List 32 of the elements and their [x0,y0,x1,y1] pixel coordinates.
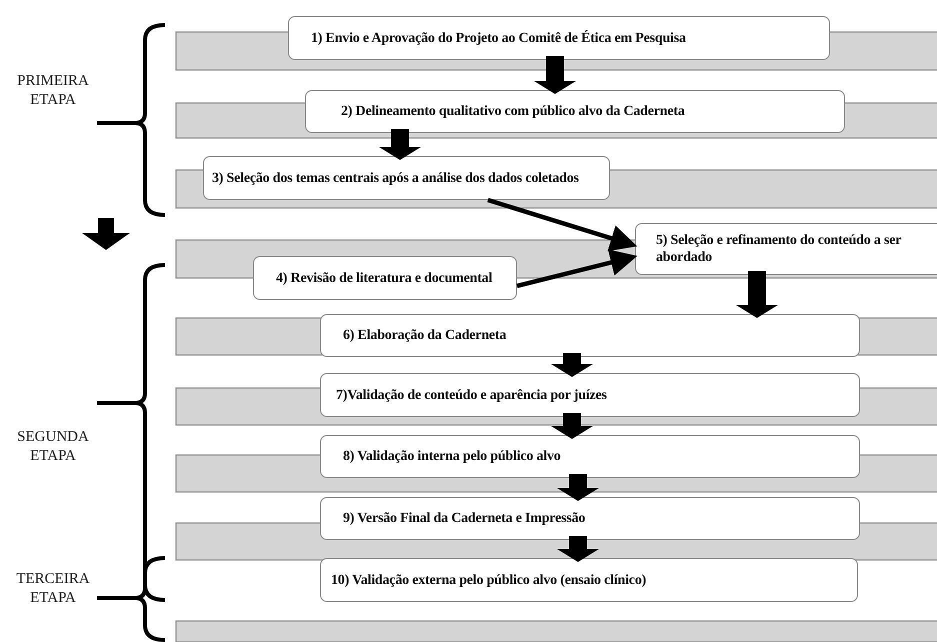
step-text: 5) Seleção e refinamento do conteúdo a ser abordado [656,232,902,266]
step-text: 6) Elaboração da Caderneta [343,327,506,344]
process-box [320,558,858,602]
arrow [487,198,638,252]
process-box [320,497,860,540]
block-arrow [379,129,421,160]
process-box [288,16,830,60]
step-text: 1) Envio e Aprovação do Projeto ao Comitê de Ética em Pesquisa [311,30,686,46]
block-arrow [534,56,576,94]
arrow [516,249,638,288]
block-arrow [557,474,599,501]
block-arrow [551,413,593,439]
step-text: 8) Validação interna pelo público alvo [343,448,561,465]
process-box [635,223,937,275]
block-arrow [557,536,599,562]
process-box [320,435,860,478]
step-text: 7)Validação de conteúdo e aparência por juízes [336,386,607,404]
step-text: 10) Validação externa pelo público alvo (ensaio clínico) [331,572,646,588]
stage-label: SEGUNDA ETAPA [16,428,90,466]
block-arrow [551,353,593,377]
step-text: 2) Delineamento qualitativo com público alvo da Caderneta [341,103,685,120]
step-text: 9) Versão Final da Caderneta e Impressão [343,510,586,527]
step-text: 3) Seleção dos temas centrais após a análise dos dados coletados [212,170,579,186]
stage-label: PRIMEIRA ETAPA [16,72,90,110]
block-arrow [736,271,778,318]
process-box [253,256,517,300]
process-box [305,90,845,133]
process-box [320,373,860,417]
process-box [203,156,610,200]
stage-label: TERCEIRA ETAPA [15,570,91,608]
process-box [320,314,860,357]
step-text: 4) Revisão de literatura e documental [276,270,492,286]
